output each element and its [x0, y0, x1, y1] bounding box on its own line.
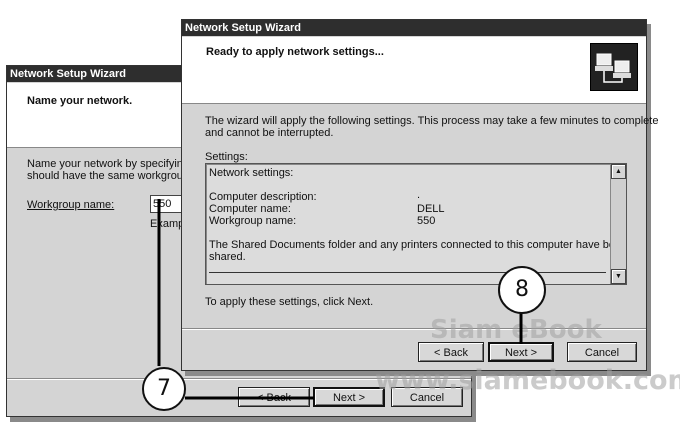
scroll-down-icon[interactable]: ▼	[611, 269, 626, 284]
front-footer-text: To apply these settings, click Next.	[205, 296, 374, 308]
settings-row-value: .	[417, 189, 421, 201]
workgroup-name-label: Workgroup name:	[27, 199, 115, 211]
settings-heading: Network settings:	[209, 167, 294, 179]
front-window-back-button[interactable]: < Back	[418, 342, 484, 362]
callout-8-badge: 8	[498, 266, 546, 314]
front-window-header: Ready to apply network settings...	[182, 37, 646, 104]
back-description-line1: Name your network by specifying a	[27, 158, 199, 170]
front-intro-line1: The wizard will apply the following sett…	[205, 115, 659, 127]
front-wizard-window: Network Setup Wizard Ready to apply netw…	[181, 19, 658, 371]
settings-row-label: Computer name:	[209, 203, 291, 215]
watermark-line2: www.siamebook.com	[375, 365, 680, 396]
settings-listbox[interactable]: Network settings: Computer description: …	[205, 163, 627, 285]
callout-8-number: 8	[515, 277, 529, 302]
back-description-line2: should have the same workgroup n	[27, 170, 199, 182]
back-window-back-button[interactable]: < Back	[238, 387, 310, 407]
callout-7-number: 7	[157, 376, 171, 401]
front-window-header-title: Ready to apply network settings...	[206, 46, 384, 58]
scroll-up-icon[interactable]: ▲	[611, 164, 626, 179]
settings-note-line1: The Shared Documents folder and any prin…	[209, 239, 627, 251]
watermark-line1: Siam eBook	[430, 315, 602, 345]
front-window-titlebar: Network Setup Wizard	[182, 20, 646, 36]
callout-7-badge: 7	[142, 367, 186, 411]
settings-row-label: Computer description:	[209, 191, 317, 203]
settings-note-line2: shared.	[209, 251, 246, 263]
settings-list-divider	[209, 272, 606, 273]
front-intro-line2: and cannot be interrupted.	[205, 127, 334, 139]
settings-row-value: DELL	[417, 203, 445, 215]
workgroup-name-value: 550	[153, 198, 172, 210]
network-computers-icon	[590, 43, 638, 91]
back-window-next-button[interactable]: Next >	[313, 387, 385, 407]
front-window-next-button[interactable]: Next >	[488, 342, 554, 362]
settings-row-label: Workgroup name:	[209, 215, 297, 227]
settings-scrollbar[interactable]: ▲ ▼	[610, 164, 626, 284]
settings-row-value: 550	[417, 215, 436, 227]
settings-label: Settings:	[205, 151, 248, 163]
front-window-separator	[182, 328, 646, 330]
front-window-cancel-button[interactable]: Cancel	[567, 342, 637, 362]
back-window-cancel-button[interactable]: Cancel	[391, 387, 463, 407]
back-window-header-title: Name your network.	[27, 95, 133, 107]
back-window-separator	[7, 378, 471, 380]
